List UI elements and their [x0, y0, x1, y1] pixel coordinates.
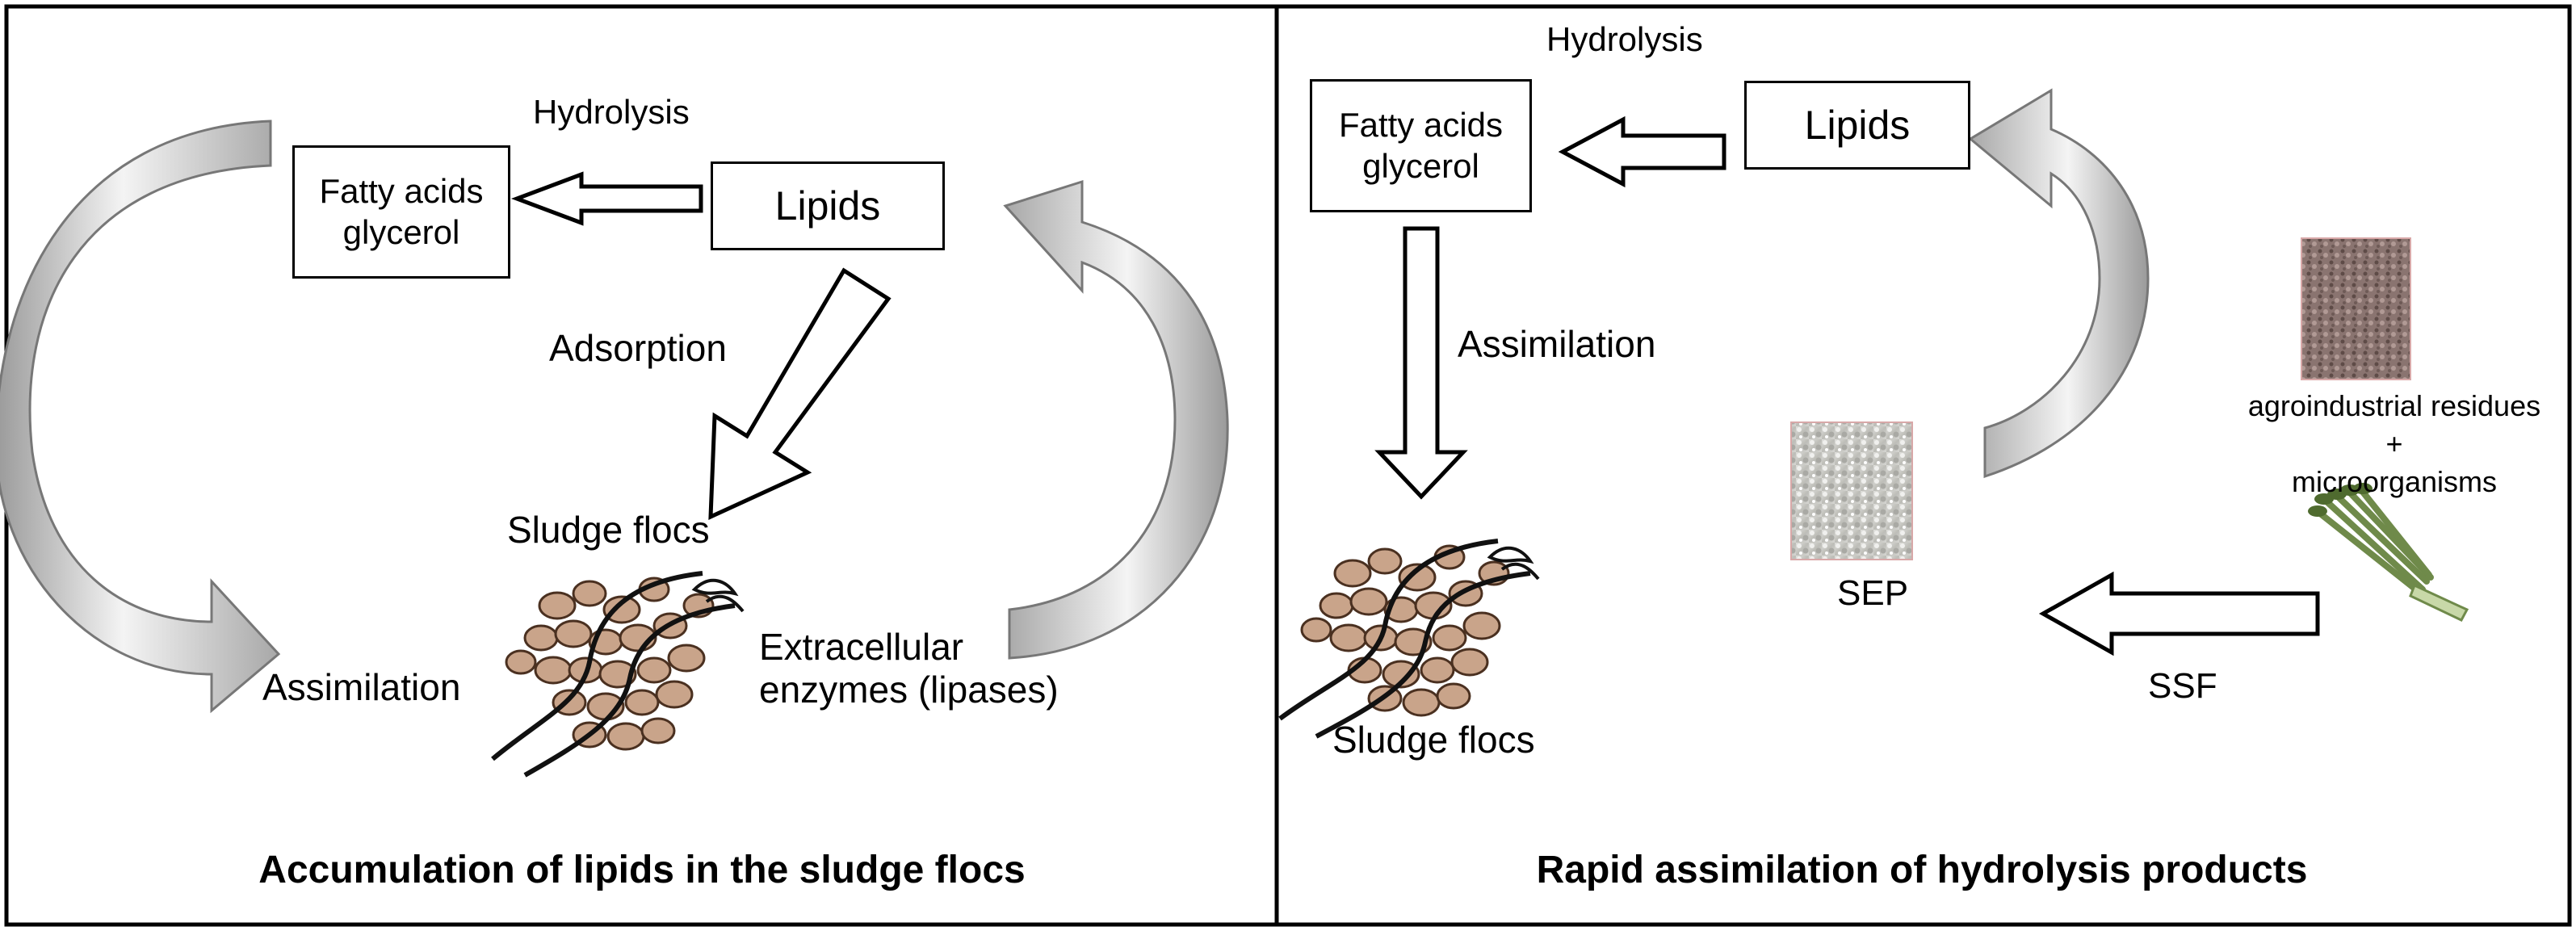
- right-sludge-flocs-label: Sludge flocs: [1332, 719, 1535, 761]
- left-arrow-adsorption: [708, 267, 892, 520]
- right-residues-label: agroindustrial residues + microorganisms: [2217, 388, 2572, 501]
- right-assimilation-label: Assimilation: [1458, 323, 1656, 365]
- right-residues-line3: microorganisms: [2291, 464, 2498, 498]
- right-fatty-acids-box: Fatty acids glycerol: [1310, 79, 1532, 212]
- residues-photo: [2301, 237, 2411, 380]
- right-sep-label: SEP: [1837, 573, 1909, 613]
- left-enzymes-line1: Extracellular: [759, 626, 964, 668]
- right-sludge-flocs-image: [1278, 539, 1540, 739]
- left-caption: Accumulation of lipids in the sludge flo…: [258, 849, 1026, 891]
- left-fatty-acids-box: Fatty acids glycerol: [292, 145, 510, 279]
- left-sludge-flocs-label: Sludge flocs: [507, 509, 710, 551]
- left-fatty-acids-line1: Fatty acids: [319, 172, 484, 211]
- left-sludge-flocs-image: [491, 571, 745, 778]
- right-residues-line1: agroindustrial residues: [2247, 389, 2541, 422]
- right-hydrolysis-label: Hydrolysis: [1546, 20, 1703, 58]
- right-residues-line2: +: [2385, 426, 2403, 460]
- right-lipids-box: Lipids: [1744, 81, 1970, 170]
- right-fatty-acids-line2: glycerol: [1362, 146, 1479, 185]
- right-fatty-acids-line1: Fatty acids: [1338, 106, 1504, 145]
- left-enzymes-label: Extracellular enzymes (lipases): [759, 626, 1059, 711]
- right-arrow-ssf: [2038, 571, 2320, 656]
- right-curved-arrow-up: [1968, 88, 2150, 479]
- left-enzymes-line2: enzymes (lipases): [759, 668, 1059, 711]
- left-adsorption-label: Adsorption: [549, 327, 727, 369]
- right-ssf-label: SSF: [2148, 666, 2217, 706]
- left-assimilation-label: Assimilation: [262, 666, 461, 708]
- left-lipids-box: Lipids: [711, 161, 945, 250]
- right-lipids-label: Lipids: [1804, 103, 1911, 148]
- left-curved-arrow-up: [1003, 179, 1229, 660]
- right-arrow-lipids-to-fatty-acids: [1558, 115, 1726, 188]
- right-caption: Rapid assimilation of hydrolysis product…: [1536, 849, 2308, 891]
- left-hydrolysis-label: Hydrolysis: [533, 93, 690, 131]
- left-arrow-lipids-to-fatty-acids: [510, 171, 703, 226]
- sep-photo: [1790, 421, 1913, 560]
- left-fatty-acids-line2: glycerol: [342, 212, 460, 251]
- left-curved-arrow-down: [0, 120, 281, 714]
- fungus-icon: [2308, 483, 2469, 622]
- left-lipids-label: Lipids: [774, 183, 881, 229]
- right-panel-frame: [1274, 4, 2572, 927]
- right-arrow-assimilation: [1374, 226, 1468, 500]
